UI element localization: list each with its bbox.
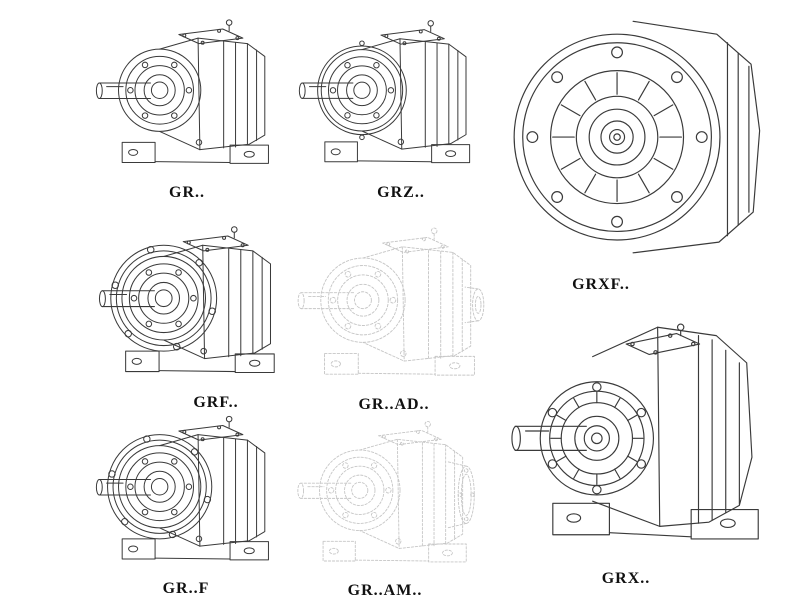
gearbox-drawing-grz	[295, 4, 485, 182]
gearbox-drawing-gram	[290, 408, 475, 578]
gearbox-drawing-grx	[511, 323, 759, 540]
gearbox-figure-gr	[92, 4, 284, 182]
gearbox-figure-grff	[92, 402, 284, 577]
gearbox-label-gr: GR..	[169, 184, 205, 201]
gearbox-figure-grx	[500, 300, 788, 562]
gearbox-figure-gram	[290, 408, 485, 578]
gearbox-figure-grxf	[505, 2, 787, 270]
gearbox-label-grad: GR..AD..	[358, 396, 430, 413]
gearbox-figure-grf	[95, 212, 290, 390]
gearbox-label-grxf: GRXF..	[572, 276, 630, 293]
gearbox-drawing-grff	[92, 402, 284, 577]
gearbox-drawing-grad	[292, 214, 485, 392]
gearbox-drawing-gr	[92, 4, 284, 182]
gearbox-label-grx: GRX..	[601, 570, 651, 587]
gearbox-label-grf: GRF..	[193, 394, 239, 411]
gearbox-drawing-grxf	[513, 20, 761, 254]
gearbox-label-gram: GR..AM..	[347, 582, 423, 599]
gearbox-label-grz: GRZ..	[377, 184, 425, 201]
gearbox-figure-grz	[295, 4, 485, 182]
gearbox-drawing-grf	[95, 212, 290, 390]
gearbox-label-grff: GR..F	[162, 580, 210, 597]
gearbox-figure-grad	[292, 214, 492, 392]
